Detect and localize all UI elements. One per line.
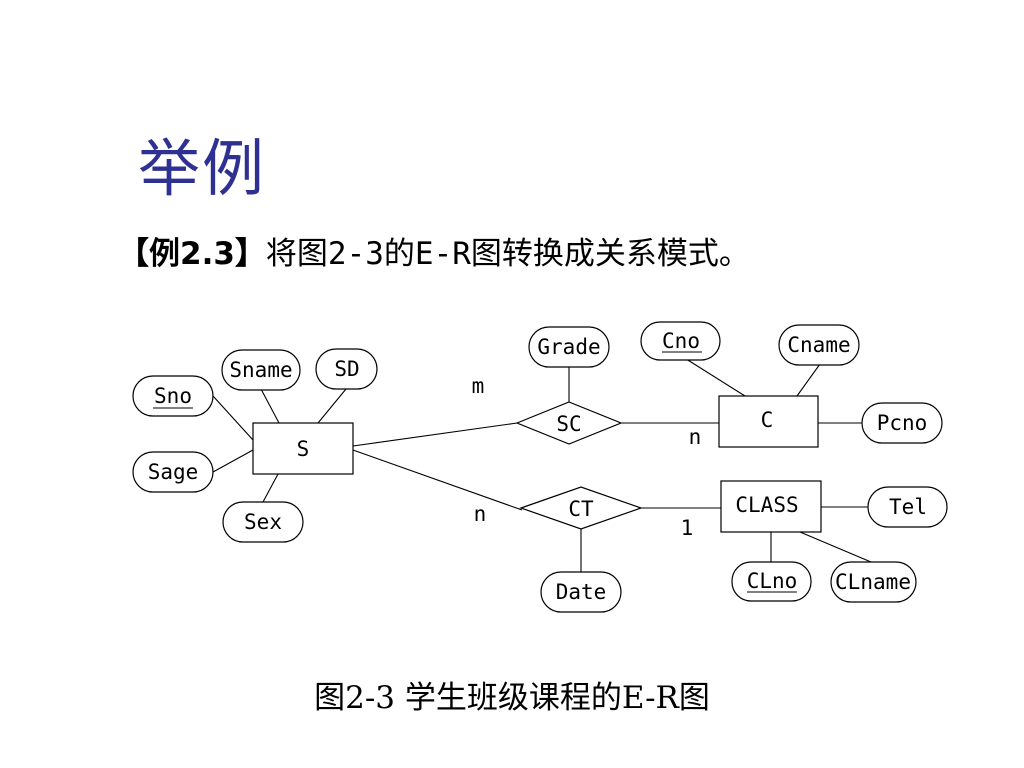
attribute-tel-label: Tel — [889, 495, 927, 519]
attribute-sd-label: SD — [334, 357, 359, 381]
attribute-cno-oval — [640, 321, 721, 361]
edge-c-cno — [682, 356, 746, 397]
cardinality-ct-class: 1 — [681, 516, 694, 540]
diagram-edges — [212, 356, 872, 572]
edge-s-sno — [212, 395, 254, 441]
figure-caption: 图2-3 学生班级课程的E-R图 — [314, 680, 710, 716]
edge-s-sd — [317, 388, 347, 424]
attribute-tel: Tel — [867, 486, 948, 528]
attribute-sno-label: Sno — [154, 384, 192, 408]
attribute-pcno-label: Pcno — [877, 411, 928, 435]
example-heading: 【例2.3】将图2-3的E-R图转换成关系模式。 — [118, 228, 750, 273]
attribute-grade: Grade — [528, 326, 610, 368]
edge-s-ct — [352, 449, 523, 511]
attribute-clno-label: CLno — [747, 569, 798, 593]
example-text: 将图2-3的E-R图转换成关系模式。 — [265, 236, 750, 272]
attribute-cname-oval — [778, 324, 860, 366]
attribute-sex-oval — [222, 501, 304, 543]
edge-class-clname — [799, 531, 872, 563]
attribute-date-label: Date — [556, 580, 607, 604]
attribute-sname: Sname — [221, 349, 301, 391]
relationship-ct-label: CT — [568, 497, 594, 521]
entity-class-box — [720, 480, 822, 533]
attribute-clno-oval — [731, 561, 812, 602]
entity-c-label: C — [761, 408, 774, 432]
attribute-date: Date — [540, 571, 622, 613]
attribute-cno: Cno — [640, 321, 721, 361]
attribute-clname: CLname — [830, 561, 917, 603]
attribute-sno-oval — [132, 375, 214, 417]
attribute-cname-label: Cname — [787, 333, 850, 357]
attribute-date-oval — [540, 571, 622, 613]
edge-c-cname — [796, 363, 821, 397]
edge-s-sage — [212, 449, 254, 473]
attribute-sname-label: Sname — [229, 358, 292, 382]
cardinality-s-ct: n — [474, 502, 487, 526]
entity-s-box — [252, 422, 354, 475]
attribute-pcno-oval — [861, 402, 943, 444]
entity-s: S — [252, 422, 354, 475]
attribute-sage-label: Sage — [148, 460, 199, 484]
entity-class: CLASS — [720, 480, 822, 533]
attribute-sd: SD — [315, 348, 378, 390]
attribute-sno: Sno — [132, 375, 214, 417]
relationship-sc-label: SC — [556, 412, 581, 436]
entity-class-label: CLASS — [735, 493, 798, 517]
attribute-clname-oval — [830, 561, 917, 603]
attribute-clno: CLno — [731, 561, 812, 602]
attribute-cname: Cname — [778, 324, 860, 366]
example-number: 【例2.3】 — [118, 236, 266, 272]
cardinality-sc-c: n — [689, 425, 702, 449]
relationship-sc: SC — [515, 401, 623, 445]
attribute-clname-label: CLname — [835, 570, 911, 594]
entity-c: C — [718, 395, 819, 448]
attribute-sage: Sage — [132, 451, 214, 493]
relationship-ct-diamond — [519, 486, 643, 530]
attribute-grade-label: Grade — [537, 335, 600, 359]
cardinality-s-sc: m — [472, 374, 485, 398]
attribute-sex: Sex — [222, 501, 304, 543]
attribute-sd-oval — [315, 348, 378, 390]
edge-s-sc — [352, 422, 518, 447]
attribute-cno-label: Cno — [662, 329, 700, 353]
relationship-ct: CT — [519, 486, 643, 530]
relationship-sc-diamond — [515, 401, 623, 445]
edge-s-sname — [260, 388, 280, 424]
attribute-grade-oval — [528, 326, 610, 368]
attribute-sage-oval — [132, 451, 214, 493]
attribute-pcno: Pcno — [861, 402, 943, 444]
entity-s-label: S — [297, 437, 310, 461]
attribute-sex-label: Sex — [244, 510, 282, 534]
attribute-sname-oval — [221, 349, 301, 391]
entity-c-box — [718, 395, 819, 448]
slide-title: 举例 — [138, 132, 267, 205]
edge-s-sex — [262, 473, 279, 503]
attribute-tel-oval — [867, 486, 948, 528]
